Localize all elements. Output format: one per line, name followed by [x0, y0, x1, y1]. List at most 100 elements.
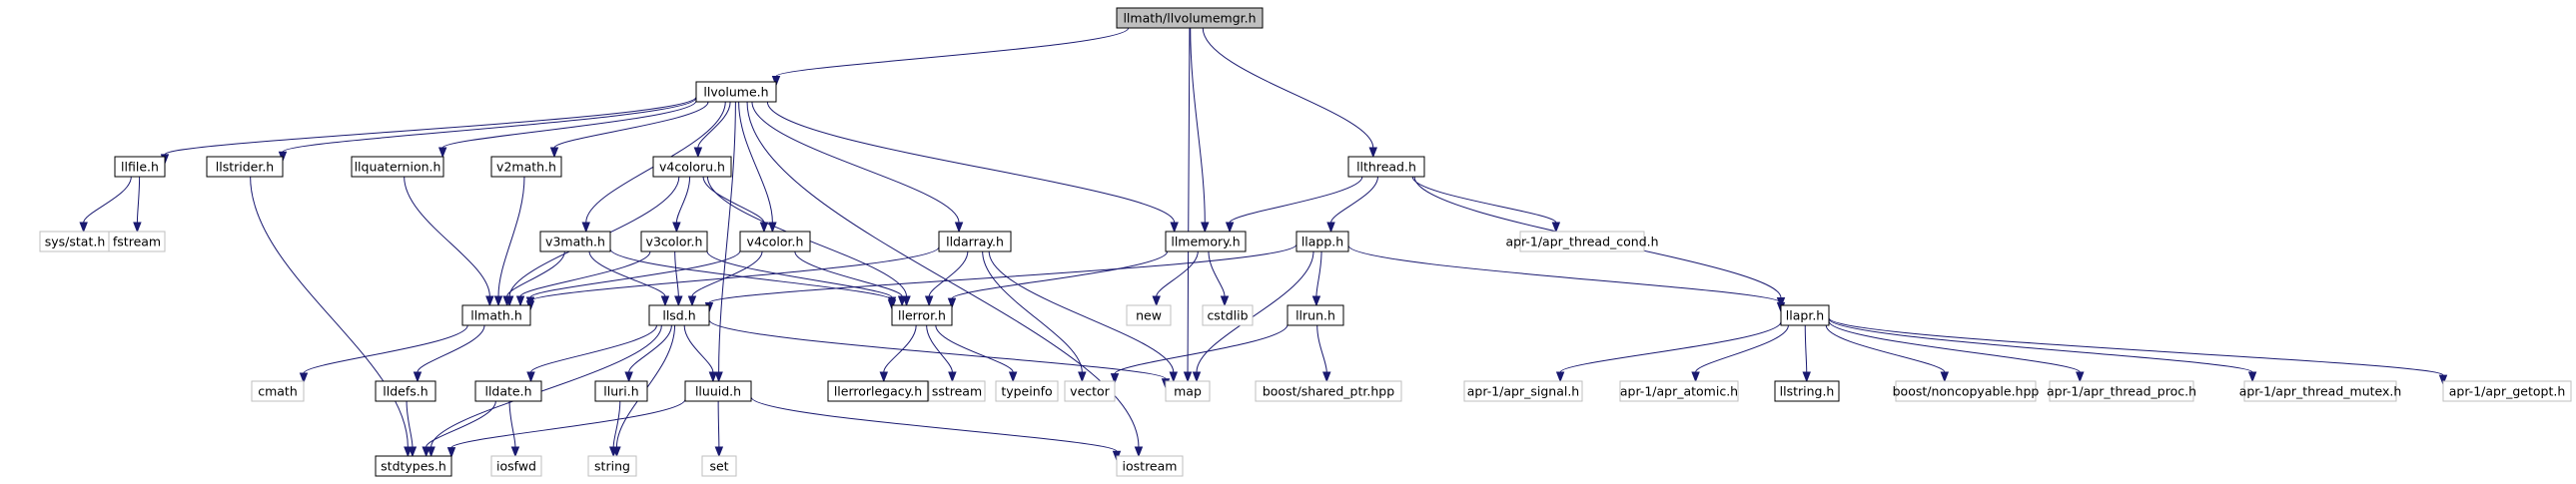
node-box — [928, 380, 986, 402]
edge-line — [1347, 244, 1782, 303]
edge-arrowhead — [1220, 295, 1230, 307]
node-label: llthread.h — [1356, 160, 1416, 175]
edge-arrowhead — [1802, 371, 1811, 383]
node-box — [490, 455, 542, 477]
edge-root-to-llvolume — [771, 27, 1130, 87]
node-llvolume[interactable]: llvolume.h — [695, 81, 777, 103]
node-box — [1116, 7, 1264, 29]
node-lldate[interactable]: lldate.h — [474, 380, 542, 402]
node-lluuid[interactable]: lluuid.h — [684, 380, 752, 402]
edge-llthread-to-llapp — [1326, 176, 1378, 234]
node-label: set — [709, 459, 728, 474]
node-box — [1519, 231, 1645, 252]
node-label: v4color.h — [747, 235, 804, 249]
edge-line — [951, 250, 1169, 299]
node-v4coloru[interactable]: v4coloru.h — [652, 156, 732, 178]
node-v4color[interactable]: v4color.h — [739, 231, 811, 252]
edge-line — [1315, 250, 1322, 297]
edge-line — [508, 400, 516, 448]
edge-line — [702, 176, 765, 224]
node-label: lldarray.h — [946, 235, 1004, 249]
node-vector: vector — [1064, 380, 1116, 402]
edge-line — [282, 97, 697, 153]
edge-arrowhead — [427, 446, 435, 458]
edge-llvolume-to-lluuid — [714, 101, 736, 383]
edge-line — [1196, 250, 1314, 373]
edge-line — [529, 246, 940, 302]
edge-llmath-to-cmath — [299, 324, 468, 384]
node-boostnoncopy: boost/noncopyable.hpp — [1893, 380, 2039, 402]
node-llfile[interactable]: llfile.h — [114, 156, 166, 178]
node-llstrider[interactable]: llstrider.h — [206, 156, 284, 178]
edge-llvolume-to-llquaternion — [437, 100, 697, 159]
node-llmath[interactable]: llmath.h — [461, 304, 531, 326]
edge-line — [609, 248, 893, 301]
edge-llerror-to-llerrorlegacy — [879, 324, 917, 383]
node-box — [1895, 380, 2037, 402]
edge-line — [706, 250, 893, 298]
edge-llvolume-to-v2math — [549, 101, 709, 159]
node-stdtypes[interactable]: stdtypes.h — [375, 455, 452, 477]
node-map: map — [1165, 380, 1211, 402]
edge-v4color-to-llerror — [794, 250, 907, 307]
edge-llapr-to-aprproc — [1828, 320, 2085, 383]
edge-layer — [79, 27, 2448, 462]
node-box — [827, 380, 929, 402]
edge-arrowhead — [1555, 371, 1565, 383]
node-lldarray[interactable]: lldarray.h — [938, 231, 1012, 252]
node-v3math[interactable]: v3math.h — [539, 231, 611, 252]
edge-arrowhead — [1322, 371, 1331, 383]
edge-arrowhead — [1326, 222, 1335, 234]
node-lldefs[interactable]: lldefs.h — [375, 380, 436, 402]
edge-arrowhead — [79, 222, 88, 234]
node-llsd[interactable]: llsd.h — [648, 304, 710, 326]
edge-arrowhead — [1201, 222, 1210, 234]
edge-llvolume-to-lldarray — [751, 101, 964, 234]
edge-line — [718, 101, 736, 373]
edge-llapp-to-llrun — [1311, 250, 1322, 307]
node-label: apr-1/apr_atomic.h — [1620, 384, 1738, 399]
node-box — [1064, 380, 1116, 402]
node-label: iostream — [1123, 459, 1178, 474]
edge-llsd-to-lldate — [526, 324, 657, 383]
node-llerrorlegacy[interactable]: llerrorlegacy.h — [827, 380, 929, 402]
node-llapp[interactable]: llapp.h — [1295, 231, 1349, 252]
edge-arrowhead — [948, 371, 957, 383]
edge-line — [529, 250, 741, 298]
node-label: v2math.h — [496, 160, 556, 175]
node-label: lldate.h — [484, 384, 531, 399]
node-llmemory[interactable]: llmemory.h — [1165, 231, 1247, 252]
edge-arrowhead — [1691, 371, 1700, 383]
node-v2math[interactable]: v2math.h — [490, 156, 562, 178]
node-label: lldefs.h — [383, 384, 428, 399]
edge-line — [1208, 250, 1226, 297]
edge-line — [1559, 321, 1782, 373]
node-v3color[interactable]: v3color.h — [640, 231, 708, 252]
edge-line — [697, 101, 731, 149]
node-label: lluri.h — [603, 384, 638, 399]
edge-arrowhead — [1368, 147, 1378, 159]
node-lluri[interactable]: lluri.h — [594, 380, 648, 402]
node-label: llerror.h — [898, 308, 946, 323]
edge-arrowhead — [624, 371, 633, 383]
node-box — [587, 455, 637, 477]
node-layer: llmath/llvolumemgr.h llvolume.h llthread.h… — [39, 7, 2572, 477]
node-box — [206, 156, 284, 178]
node-llapr[interactable]: llapr.h — [1780, 304, 1830, 326]
node-llstring[interactable]: llstring.h — [1774, 380, 1840, 402]
node-llerror[interactable]: llerror.h — [891, 304, 953, 326]
node-llrun[interactable]: llrun.h — [1287, 304, 1344, 326]
node-llquaternion[interactable]: llquaternion.h — [351, 156, 444, 178]
edge-v2math-to-llmath — [493, 176, 525, 307]
node-label: llquaternion.h — [355, 160, 441, 175]
edge-line — [417, 324, 485, 373]
node-string: string — [587, 455, 637, 477]
node-llthread[interactable]: llthread.h — [1347, 156, 1425, 178]
node-root[interactable]: llmath/llvolumemgr.h — [1116, 7, 1264, 29]
edge-line — [750, 396, 1118, 452]
node-label: apr-1/apr_thread_proc.h — [2047, 384, 2196, 399]
node-aprcond: apr-1/apr_thread_cond.h — [1505, 231, 1659, 252]
edge-lldefs-to-stdtypes — [406, 400, 418, 458]
edge-arrowhead — [714, 446, 724, 458]
